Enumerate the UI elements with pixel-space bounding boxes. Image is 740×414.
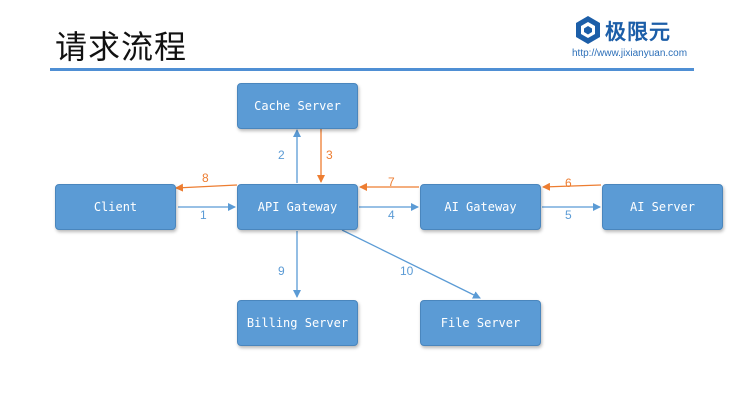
edge-label-6: 6: [565, 176, 572, 190]
node-ai-gateway: AI Gateway: [420, 184, 541, 230]
node-file-server: File Server: [420, 300, 541, 346]
edge-label-1: 1: [200, 208, 207, 222]
node-cache-server: Cache Server: [237, 83, 358, 129]
edge-label-4: 4: [388, 208, 395, 222]
edge-8: [175, 183, 238, 192]
logo-url: http://www.jixianyuan.com: [572, 48, 688, 59]
edge-10: [341, 229, 481, 299]
edge-label-5: 5: [565, 208, 572, 222]
node-client: Client: [55, 184, 176, 230]
edge-label-10: 10: [400, 264, 414, 278]
edge-6: [542, 182, 602, 191]
edge-label-8: 8: [202, 171, 209, 185]
title-divider: [50, 68, 694, 71]
logo-icon: [576, 16, 600, 44]
node-billing-server: Billing Server: [237, 300, 358, 346]
node-ai-server: AI Server: [602, 184, 723, 230]
edge-label-9: 9: [278, 264, 285, 278]
page-title: 请求流程: [55, 28, 188, 66]
edge-label-2: 2: [278, 148, 285, 162]
edge-label-7: 7: [388, 175, 395, 189]
node-api-gateway: API Gateway: [237, 184, 358, 230]
logo: 极限元 http://www.jixianyuan.com: [568, 12, 698, 62]
logo-name: 极限元: [605, 20, 671, 44]
edge-label-3: 3: [326, 148, 333, 162]
